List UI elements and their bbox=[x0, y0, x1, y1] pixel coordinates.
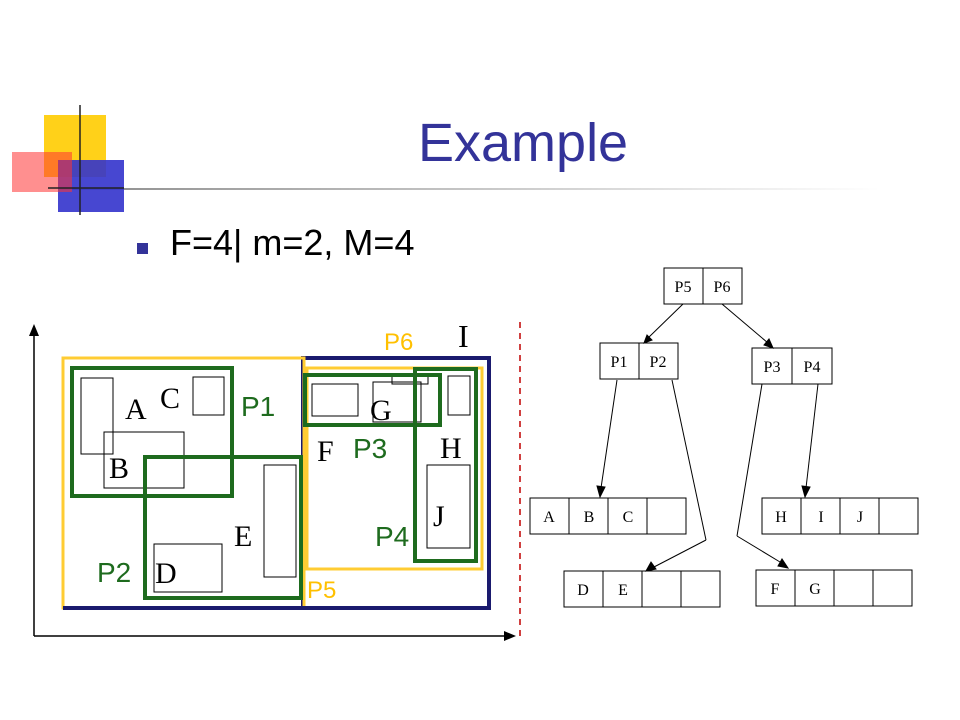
tree-entry-c: C bbox=[623, 509, 634, 526]
region-p3-box bbox=[303, 373, 442, 427]
tree-entry-e: E bbox=[618, 582, 628, 599]
tree-root-entry-p5: P5 bbox=[675, 279, 692, 296]
label-p4: P4 bbox=[375, 521, 409, 552]
tree-entry-f: F bbox=[771, 581, 780, 598]
object-f-rect bbox=[311, 383, 359, 417]
tree-root-entry-p6: P6 bbox=[714, 279, 731, 296]
title-divider bbox=[60, 188, 880, 190]
tree-entry-p4: P4 bbox=[804, 359, 821, 376]
label-p1: P1 bbox=[241, 391, 275, 422]
label-d: D bbox=[155, 557, 177, 590]
tree-leaf-hij: H I J bbox=[761, 497, 919, 535]
tree-entry-p1: P1 bbox=[611, 354, 628, 371]
tree-root-node: P5 P6 bbox=[663, 267, 743, 305]
tree-leaf-de: D E bbox=[563, 570, 721, 608]
label-e: E bbox=[234, 520, 252, 553]
tree-entry-p2: P2 bbox=[650, 354, 667, 371]
tree-entry-p3: P3 bbox=[764, 359, 781, 376]
tree-edges bbox=[596, 303, 819, 572]
tree-entry-i: I bbox=[818, 509, 823, 526]
tree-entry-h: H bbox=[775, 509, 787, 526]
object-g-rect bbox=[372, 381, 422, 423]
label-a: A bbox=[125, 393, 147, 426]
label-f: F bbox=[317, 435, 334, 468]
spatial-axes bbox=[29, 324, 516, 641]
tree-entry-d: D bbox=[577, 582, 589, 599]
label-p3: P3 bbox=[353, 433, 387, 464]
slide-logo bbox=[12, 105, 124, 215]
object-j-rect bbox=[426, 464, 471, 549]
label-g: G bbox=[370, 394, 392, 427]
label-c: C bbox=[160, 382, 180, 415]
tree-entry-g: G bbox=[809, 581, 821, 598]
label-p6: P6 bbox=[384, 329, 413, 356]
label-p5: P5 bbox=[307, 577, 336, 604]
tree-leaf-abc: A B C bbox=[529, 497, 687, 535]
bullet-text: F=4| m=2, M=4 bbox=[170, 222, 415, 263]
label-j: J bbox=[433, 500, 445, 533]
slide-title: Example bbox=[418, 113, 629, 173]
tree-entry-j: J bbox=[857, 509, 863, 526]
object-c-rect bbox=[192, 376, 225, 416]
bullet-square-icon bbox=[137, 243, 148, 254]
object-h-rect bbox=[447, 375, 471, 416]
label-h: H bbox=[440, 432, 462, 465]
region-p1-box bbox=[70, 366, 234, 498]
object-e-rect bbox=[263, 464, 297, 578]
region-p4-box bbox=[413, 367, 478, 563]
region-p5-box bbox=[305, 366, 484, 571]
tree-leaf-fg: F G bbox=[755, 569, 913, 607]
label-b: B bbox=[109, 452, 129, 485]
label-i: I bbox=[458, 318, 469, 354]
region-p2-box bbox=[143, 455, 303, 600]
tree-node-p3-p4: P3 P4 bbox=[751, 347, 833, 385]
label-p2: P2 bbox=[97, 557, 131, 588]
tree-node-p1-p2: P1 P2 bbox=[599, 342, 679, 380]
object-a-rect bbox=[80, 377, 114, 455]
object-d-rect bbox=[153, 543, 223, 593]
tree-entry-a: A bbox=[543, 509, 555, 526]
tree-entry-b: B bbox=[584, 509, 595, 526]
